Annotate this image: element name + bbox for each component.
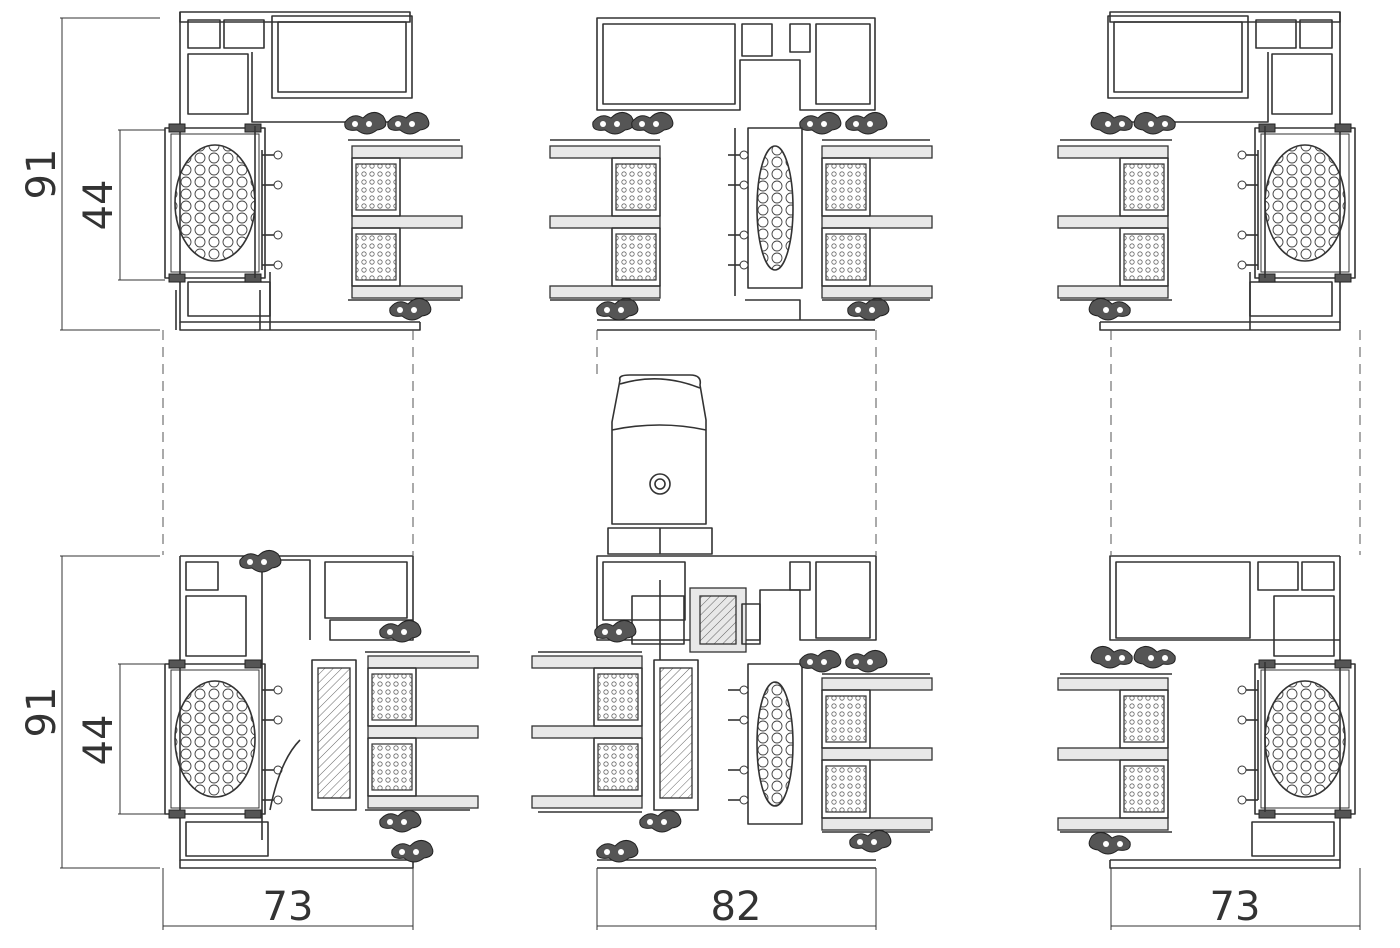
section-bottom-left [164, 549, 479, 869]
dim-insulation-height-top: 44 [76, 180, 122, 231]
section-bottom-right [1057, 555, 1356, 869]
dim-width-left: 73 [263, 884, 314, 930]
dim-insulation-height-bottom: 44 [76, 715, 122, 766]
dim-width-right: 73 [1210, 884, 1261, 930]
dim-frame-height-top: 91 [19, 149, 65, 200]
section-bottom-middle [531, 555, 933, 869]
dim-frame-height-bottom: 91 [19, 687, 65, 738]
dashed-continuation-lines [162, 330, 1361, 555]
dim-width-middle: 82 [711, 884, 762, 930]
dimension-lines [60, 17, 1361, 930]
section-top-left [164, 11, 463, 331]
section-top-middle [549, 17, 933, 331]
lock-mechanism [631, 580, 761, 660]
section-top-right [1057, 11, 1356, 331]
window-handle [607, 374, 713, 555]
